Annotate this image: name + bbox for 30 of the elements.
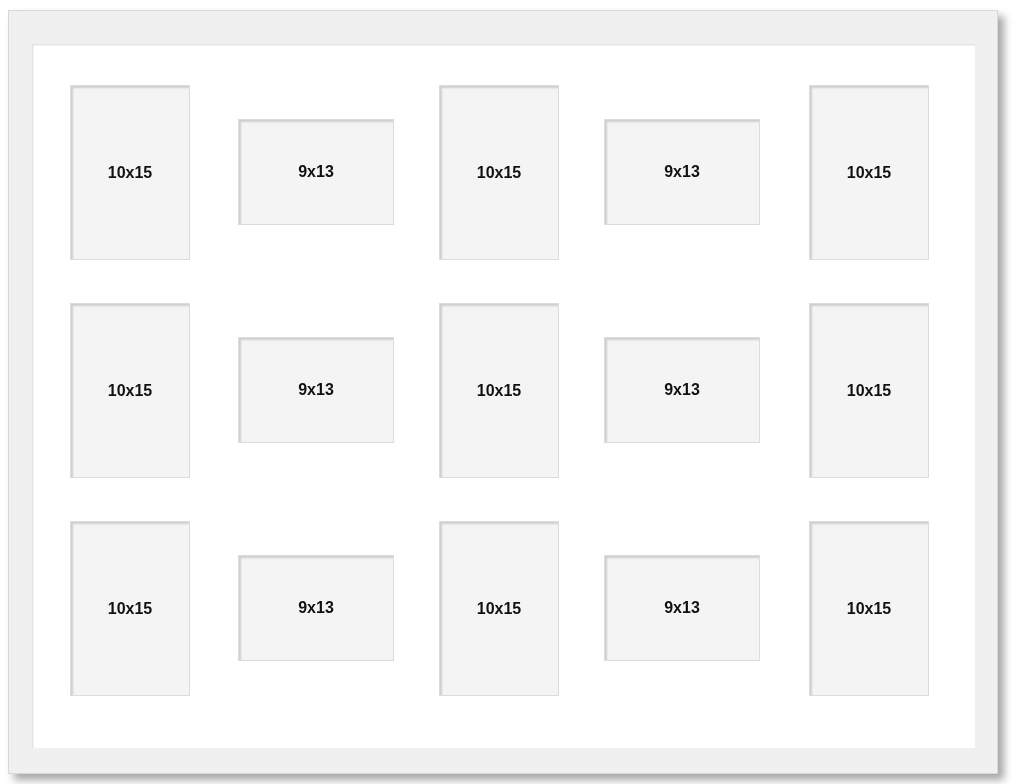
photo-opening [70,521,190,696]
photo-opening [238,119,394,225]
size-label: 9x13 [664,381,700,399]
size-label: 9x13 [664,163,700,181]
photo-opening [439,85,559,260]
size-label: 9x13 [298,599,334,617]
photo-opening [604,337,760,443]
size-label: 10x15 [107,599,153,618]
photo-opening [70,85,190,260]
size-label: 10x15 [846,163,892,182]
size-label: 10x15 [476,381,522,400]
size-label: 10x15 [476,163,522,182]
photo-opening [439,303,559,478]
size-label: 10x15 [846,599,892,618]
size-label: 9x13 [298,163,334,181]
photo-opening [809,521,929,696]
size-label: 9x13 [298,381,334,399]
photo-opening [809,303,929,478]
size-label: 10x15 [846,381,892,400]
size-label: 9x13 [664,599,700,617]
photo-opening [439,521,559,696]
photo-opening [604,119,760,225]
size-label: 10x15 [107,381,153,400]
photo-opening [70,303,190,478]
photo-opening [238,337,394,443]
size-label: 10x15 [476,599,522,618]
photo-opening [809,85,929,260]
photo-opening [604,555,760,661]
size-label: 10x15 [107,163,153,182]
photo-opening [238,555,394,661]
